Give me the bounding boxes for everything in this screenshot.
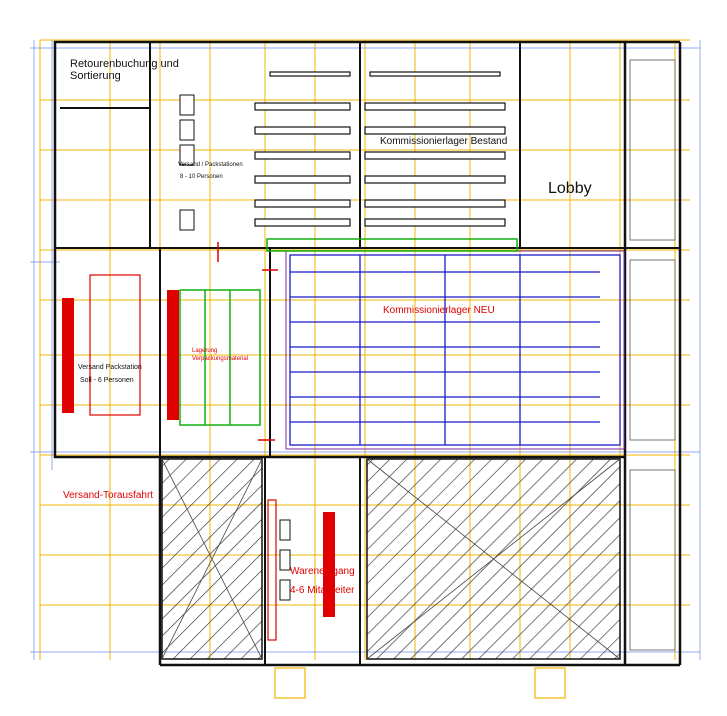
new-shelving-frame <box>285 250 625 450</box>
existing-shelving <box>254 71 506 227</box>
workstation-desks <box>179 94 291 601</box>
packstation-label: Versand / Packstationen <box>178 162 243 168</box>
kommission-neu-label: Kommissionierlager NEU <box>383 305 495 316</box>
lobby-label: Lobby <box>548 180 592 197</box>
zusatz-line2-label: Verpackungsmaterial <box>192 356 249 362</box>
versand-persons-label: Soll - 6 Personen <box>80 377 134 384</box>
green-conveyor <box>179 238 518 426</box>
torausfahrt-label: Versand-Torausfahrt <box>63 490 154 501</box>
blue-grid <box>30 40 701 660</box>
zusatz-line1-label: Lagerung <box>192 348 218 354</box>
dock-gates <box>274 667 566 699</box>
hatched-zones <box>161 458 621 660</box>
retouren-label-line1: Retourenbuchung und <box>70 58 179 70</box>
mitarbeiter-label: 4-6 Mitarbeiter <box>290 585 355 596</box>
red-arrows <box>217 242 278 441</box>
retouren-label-line2: Sortierung <box>70 70 121 82</box>
new-shelving <box>289 254 621 446</box>
kommission-bestand-label: Kommissionierlager Bestand <box>380 136 508 147</box>
stairs <box>629 59 676 651</box>
red-storage-blocks <box>62 290 335 617</box>
versand-packstation-label: Versand Packstation <box>78 364 142 371</box>
red-outlines <box>89 274 277 641</box>
wareneingang-label: Wareneingang <box>290 566 355 577</box>
packstation-persons-label: 8 - 10 Personen <box>180 174 223 180</box>
interior-walls <box>55 42 680 665</box>
